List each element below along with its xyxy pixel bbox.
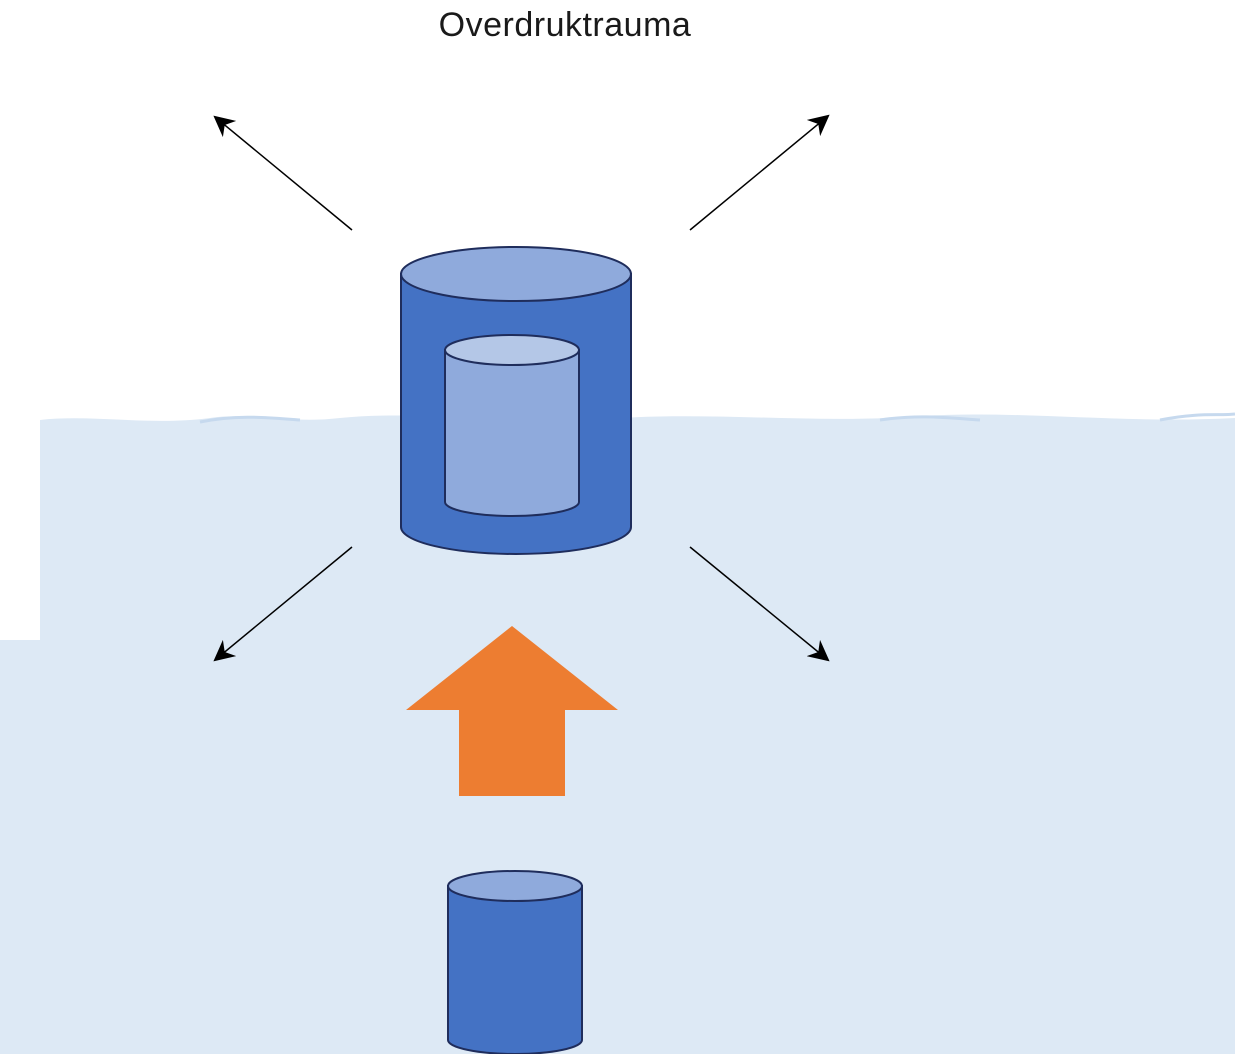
inner-cylinder [444,334,580,517]
water-area [0,414,1235,1054]
expansion-arrow-up-right [689,114,830,231]
water-surface-line [199,412,1235,424]
upward-arrow [406,626,618,796]
expansion-arrow-down-right [689,546,830,662]
expansion-arrow-down-left [213,546,353,662]
expansion-arrow-up-left [213,115,353,231]
small-cylinder [447,870,583,1054]
diagram-title: Overdruktrauma [438,6,692,44]
